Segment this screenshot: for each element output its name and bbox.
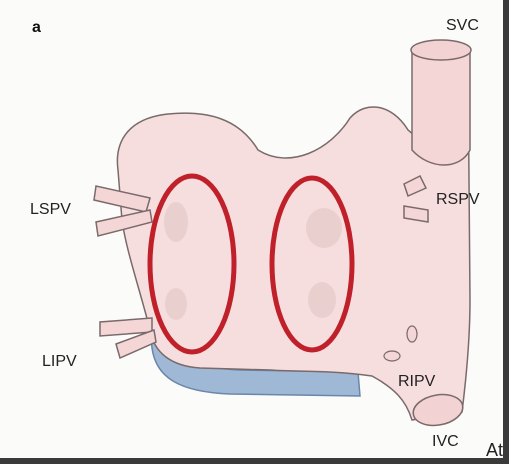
ripv-vein-b: [384, 351, 400, 361]
lspv-label: LSPV: [30, 201, 71, 218]
panel-letter: a: [32, 19, 41, 36]
lspv-ostium: [164, 202, 188, 242]
svc-vessel: [412, 52, 470, 165]
trailing-caption-text: At: [486, 440, 503, 461]
rspv-ostium: [306, 208, 342, 248]
ripv-ostium: [308, 282, 336, 318]
ripv-vein-a: [407, 326, 417, 342]
svc-label: SVC: [446, 17, 479, 34]
ivc-label: IVC: [432, 433, 459, 450]
ripv-label: RIPV: [398, 373, 436, 390]
svc-opening: [411, 40, 471, 60]
lipv-ostium: [165, 288, 187, 320]
lipv-label: LIPV: [42, 353, 77, 370]
rspv-label: RSPV: [436, 191, 480, 208]
